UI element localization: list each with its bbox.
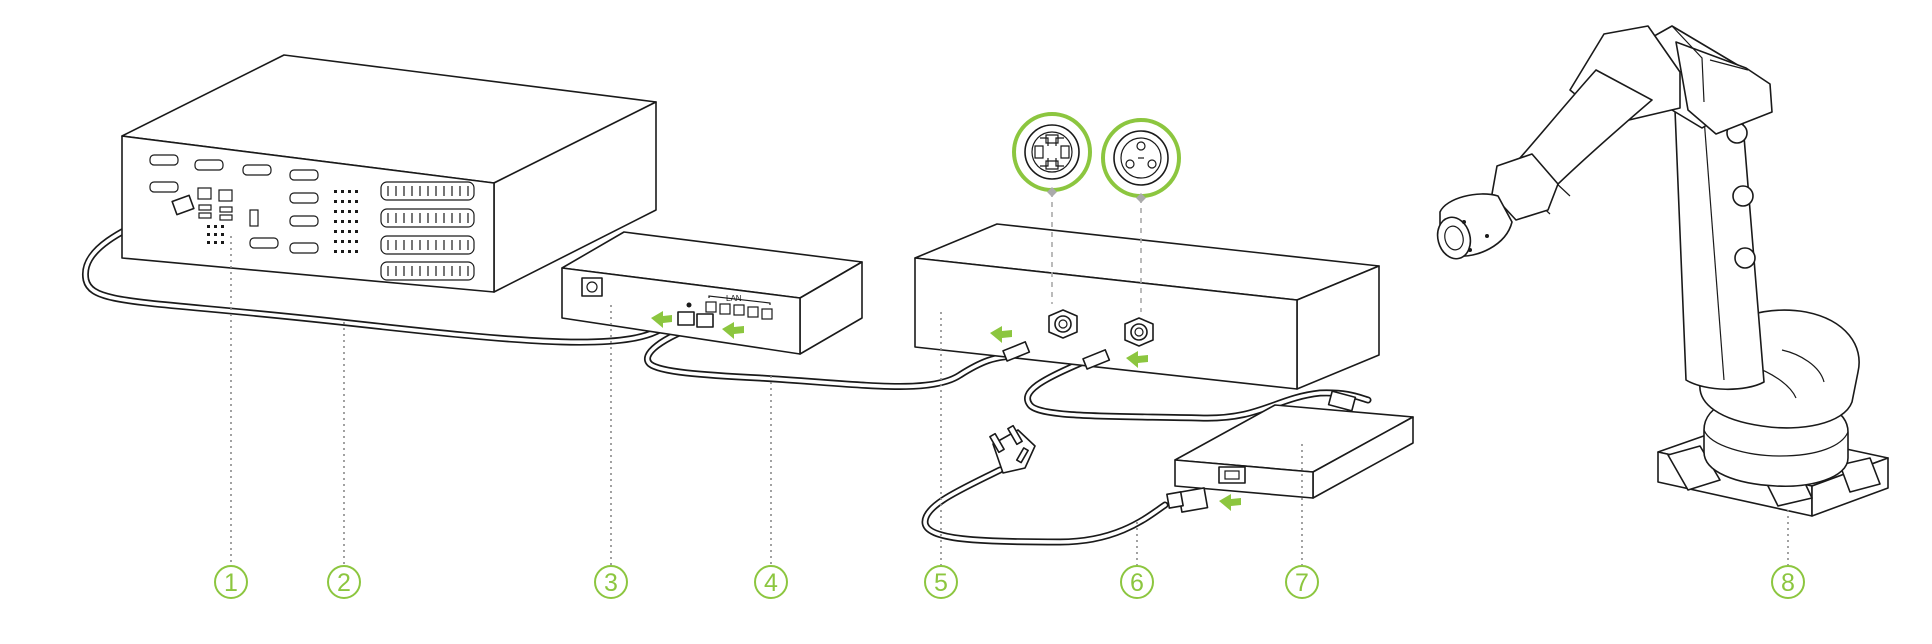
arrow-interface-input bbox=[990, 326, 1012, 343]
switch-lan-ports bbox=[705, 295, 773, 320]
interface-m12-plug-a bbox=[1002, 341, 1031, 362]
pinout-leader-b-diamond bbox=[1136, 193, 1146, 203]
controller-serial-ports bbox=[149, 154, 319, 254]
arrow-switch-port-b bbox=[722, 322, 744, 339]
arrow-power-inlet bbox=[1219, 494, 1241, 511]
switch-status-led bbox=[686, 302, 692, 308]
callout-7-label: 7 bbox=[1295, 569, 1309, 597]
connector-pinout-4pin-icon bbox=[1012, 112, 1092, 192]
network-switch: LAN bbox=[561, 231, 863, 355]
controller-vent-grid bbox=[207, 190, 358, 253]
callout-3-label: 3 bbox=[604, 569, 618, 597]
callout-5-label: 5 bbox=[934, 569, 948, 597]
callout-1: 1 bbox=[214, 565, 248, 599]
interface-m12-socket-a bbox=[1048, 309, 1078, 339]
power-supply bbox=[1166, 390, 1414, 513]
callout-5: 5 bbox=[924, 565, 958, 599]
callout-2-label: 2 bbox=[337, 569, 351, 597]
green-arrow-icon bbox=[651, 311, 1241, 511]
power-supply-iec-inlet-icon bbox=[1218, 466, 1246, 484]
controller-terminal-blocks bbox=[380, 181, 475, 281]
switch-lan-label: LAN bbox=[726, 294, 742, 303]
callout-leader-lines bbox=[230, 236, 1789, 565]
interface-m12-plug-b bbox=[1082, 349, 1111, 370]
pinout-leader-a-diamond bbox=[1047, 187, 1057, 197]
cable-robot-to-interface bbox=[1024, 356, 1372, 422]
industrial-robot-arm-icon bbox=[1436, 25, 1889, 517]
callout-6-label: 6 bbox=[1130, 569, 1144, 597]
ac-power-plug-icon bbox=[989, 424, 1036, 474]
interface-m12-socket-b bbox=[1124, 317, 1154, 347]
callout-4: 4 bbox=[754, 565, 788, 599]
iec-power-plug bbox=[1166, 487, 1209, 513]
arrow-switch-port-a bbox=[651, 311, 672, 328]
callout-1-label: 1 bbox=[224, 569, 238, 597]
callout-8-label: 8 bbox=[1781, 569, 1795, 597]
interface-box bbox=[914, 223, 1380, 390]
cable-6-power-cord bbox=[921, 466, 1169, 546]
arrow-interface-robot bbox=[1126, 351, 1148, 368]
switch-rj45-plugs bbox=[677, 311, 714, 328]
callout-6: 6 bbox=[1120, 565, 1154, 599]
controller-unit bbox=[121, 54, 657, 293]
callout-8: 8 bbox=[1771, 565, 1805, 599]
controller-plug-connector bbox=[171, 194, 195, 216]
callout-7: 7 bbox=[1285, 565, 1319, 599]
callout-4-label: 4 bbox=[764, 569, 778, 597]
cable-4-switch-to-interface bbox=[644, 319, 1014, 390]
callout-3: 3 bbox=[594, 565, 628, 599]
controller-ethernet-ports bbox=[197, 187, 259, 227]
connector-pinout-3pin-icon bbox=[1101, 118, 1181, 198]
callout-2: 2 bbox=[327, 565, 361, 599]
robot-cable-strain-relief bbox=[1327, 390, 1357, 412]
switch-power-socket-icon bbox=[581, 277, 603, 297]
